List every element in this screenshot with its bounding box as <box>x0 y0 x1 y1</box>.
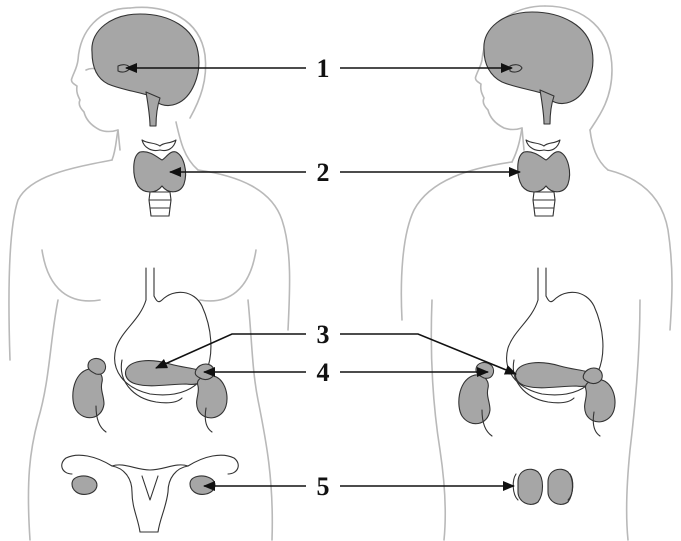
female-left-shoulder <box>9 160 112 360</box>
label-2: 2 <box>317 158 330 187</box>
brain-stem-female <box>146 92 160 126</box>
thyroid-male <box>518 152 570 192</box>
testis-left-male <box>518 469 543 504</box>
kidney-left-male <box>459 375 490 424</box>
brain-female <box>92 14 199 106</box>
ureter-male <box>482 410 600 436</box>
ovary-left-female <box>72 476 97 494</box>
kidney-left-female <box>73 369 104 418</box>
kidney-right-male <box>585 379 615 421</box>
larynx-male <box>526 140 560 151</box>
brain-male <box>484 12 593 104</box>
kidney-right-female <box>197 375 227 417</box>
ovary-right-female <box>190 476 215 494</box>
pointer-lines <box>126 68 520 486</box>
female-waist-left <box>28 300 58 540</box>
ureter-female <box>96 406 212 432</box>
label-5: 5 <box>317 472 330 501</box>
female-waist-right <box>248 300 272 540</box>
trachea-male <box>533 192 555 216</box>
esophagus-female <box>146 268 154 300</box>
female-breast-right <box>200 250 256 301</box>
female-neck-front <box>112 130 118 160</box>
male-torso-right <box>627 300 640 540</box>
female-right-shoulder <box>198 170 290 330</box>
adrenal-right-male <box>583 368 602 384</box>
male-torso-left <box>431 300 445 540</box>
female-breast-left <box>42 250 100 301</box>
label-1: 1 <box>317 54 330 83</box>
labels: 1 2 3 4 5 <box>317 54 330 501</box>
male-organs <box>459 12 615 504</box>
female-organs <box>62 14 239 532</box>
esophagus-male <box>538 268 546 300</box>
male-neck-back <box>590 130 608 170</box>
male-left-shoulder <box>401 162 512 320</box>
trachea-female <box>149 192 171 216</box>
label-4: 4 <box>317 358 330 387</box>
brain-stem-male <box>540 90 554 124</box>
pointer-3-left <box>156 334 306 368</box>
label-3: 3 <box>317 320 330 349</box>
larynx-female <box>142 140 176 151</box>
